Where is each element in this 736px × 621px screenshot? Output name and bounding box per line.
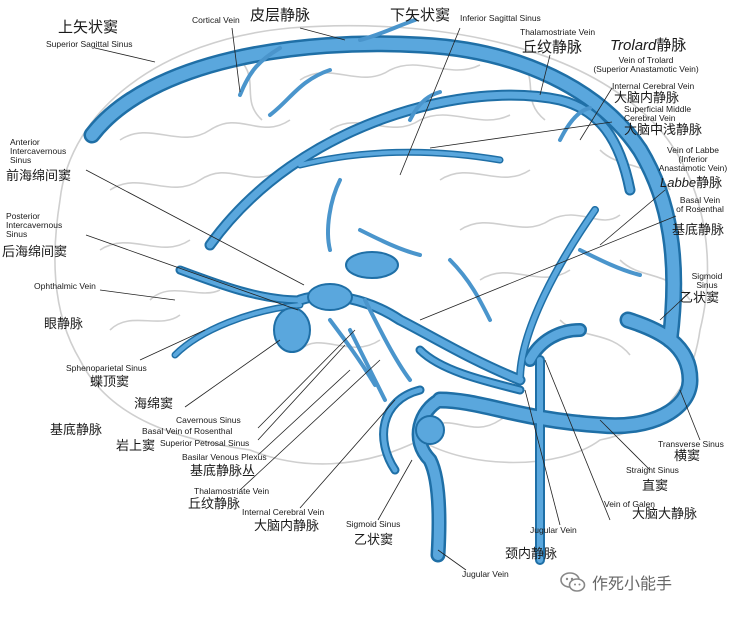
label-vein-of-trolard-en: Vein of Trolard(Superior Anastamotic Vei… (593, 55, 699, 74)
label-sphenoparietal-sinus-zh: 蝶顶窦 (90, 375, 130, 390)
label-posterior-intercavernous-sinus-zh: 后海绵间窦 (2, 245, 68, 260)
label-internal-cerebral-vein-top-zh: 大脑内静脉 (614, 91, 680, 106)
label-superior-sagittal-sinus-en: Superior Sagittal Sinus (46, 39, 133, 49)
label-inferior-sagittal-sinus-en: Inferior Sagittal Sinus (460, 13, 541, 23)
label-cavernous-sinus-zh: 海绵窦 (134, 397, 174, 412)
label-sphenoparietal-sinus-en: Sphenoparietal Sinus (66, 363, 147, 373)
label-basal-vein-of-rosenthal-bottom-en: Basal Vein of Rosenthal (142, 426, 233, 436)
label-vein-of-trolard-zh: Trolard静脉 (610, 36, 687, 54)
label-sigmoid-sinus-bottom-zh: 乙状窦 (354, 533, 394, 548)
leader-lines (85, 27, 701, 571)
label-basilar-venous-plexus-zh: 基底静脉丛 (190, 464, 256, 479)
label-basilar-venous-plexus-en: Basilar Venous Plexus (182, 452, 267, 462)
watermark-text: 作死小能手 (592, 574, 673, 593)
label-ophthalmic-vein-en: Ophthalmic Vein (34, 281, 96, 291)
label-cortical-vein-en: Cortical Vein (192, 15, 240, 25)
label-transverse-sinus-zh: 横窦 (674, 449, 701, 464)
label-straight-sinus-zh: 直窦 (642, 479, 669, 494)
label-jugular-vein-center-en: Jugular Vein (462, 569, 509, 579)
label-superior-sagittal-sinus-zh: 上矢状窦 (58, 18, 119, 36)
veins (83, 18, 699, 565)
label-ophthalmic-vein-zh: 眼静脉 (44, 317, 84, 332)
label-jugular-vein-center-zh: 颈内静脉 (505, 547, 558, 562)
label-inferior-sagittal-sinus-zh: 下矢状窦 (390, 6, 451, 24)
label-superior-petrosal-sinus-en: Superior Petrosal Sinus (160, 438, 250, 448)
label-jugular-vein-right-en: Jugular Vein (530, 525, 577, 535)
wechat-icon (560, 572, 586, 592)
label-basal-vein-of-rosenthal-top-zh: 基底静脉 (672, 223, 725, 238)
label-transverse-sinus-en: Transverse Sinus (658, 439, 724, 449)
label-straight-sinus-en: Straight Sinus (626, 465, 679, 475)
label-vein-of-labbe-zh: Labbe静脉 (660, 175, 723, 191)
label-superior-petrosal-sinus-zh: 岩上窦 (116, 439, 156, 454)
label-thalamostriate-vein-top-zh: 丘纹静脉 (522, 38, 583, 56)
label-internal-cerebral-vein-top-en: Internal Cerebral Vein (612, 81, 695, 91)
label-cavernous-sinus-en: Cavernous Sinus (176, 415, 241, 425)
label-internal-cerebral-vein-bottom-en: Internal Cerebral Vein (242, 507, 325, 517)
label-basal-vein-of-rosenthal-bottom-zh: 基底静脉 (50, 423, 103, 438)
label-internal-cerebral-vein-bottom-zh: 大脑内静脉 (254, 519, 320, 534)
label-thalamostriate-vein-top-en: Thalamostriate Vein (520, 27, 596, 37)
label-cortical-vein-zh: 皮层静脉 (250, 6, 311, 24)
label-thalamostriate-vein-bottom-en: Thalamostriate Vein (194, 486, 270, 496)
label-anterior-intercavernous-sinus-zh: 前海绵间窦 (6, 169, 72, 184)
label-sigmoid-sinus-bottom-en: Sigmoid Sinus (346, 519, 401, 529)
label-sigmoid-sinus-right-zh: 乙状窦 (680, 291, 720, 306)
watermark: 作死小能手 (560, 568, 730, 596)
label-vein-of-galen-en: Vein of Galen (604, 499, 656, 509)
label-thalamostriate-vein-bottom-zh: 丘纹静脉 (188, 497, 241, 512)
brain-outline (54, 24, 709, 465)
label-vein-of-galen-zh: 大脑大静脉 (632, 507, 698, 522)
label-superficial-middle-cerebral-vein-zh: 大脑中浅静脉 (624, 123, 703, 138)
